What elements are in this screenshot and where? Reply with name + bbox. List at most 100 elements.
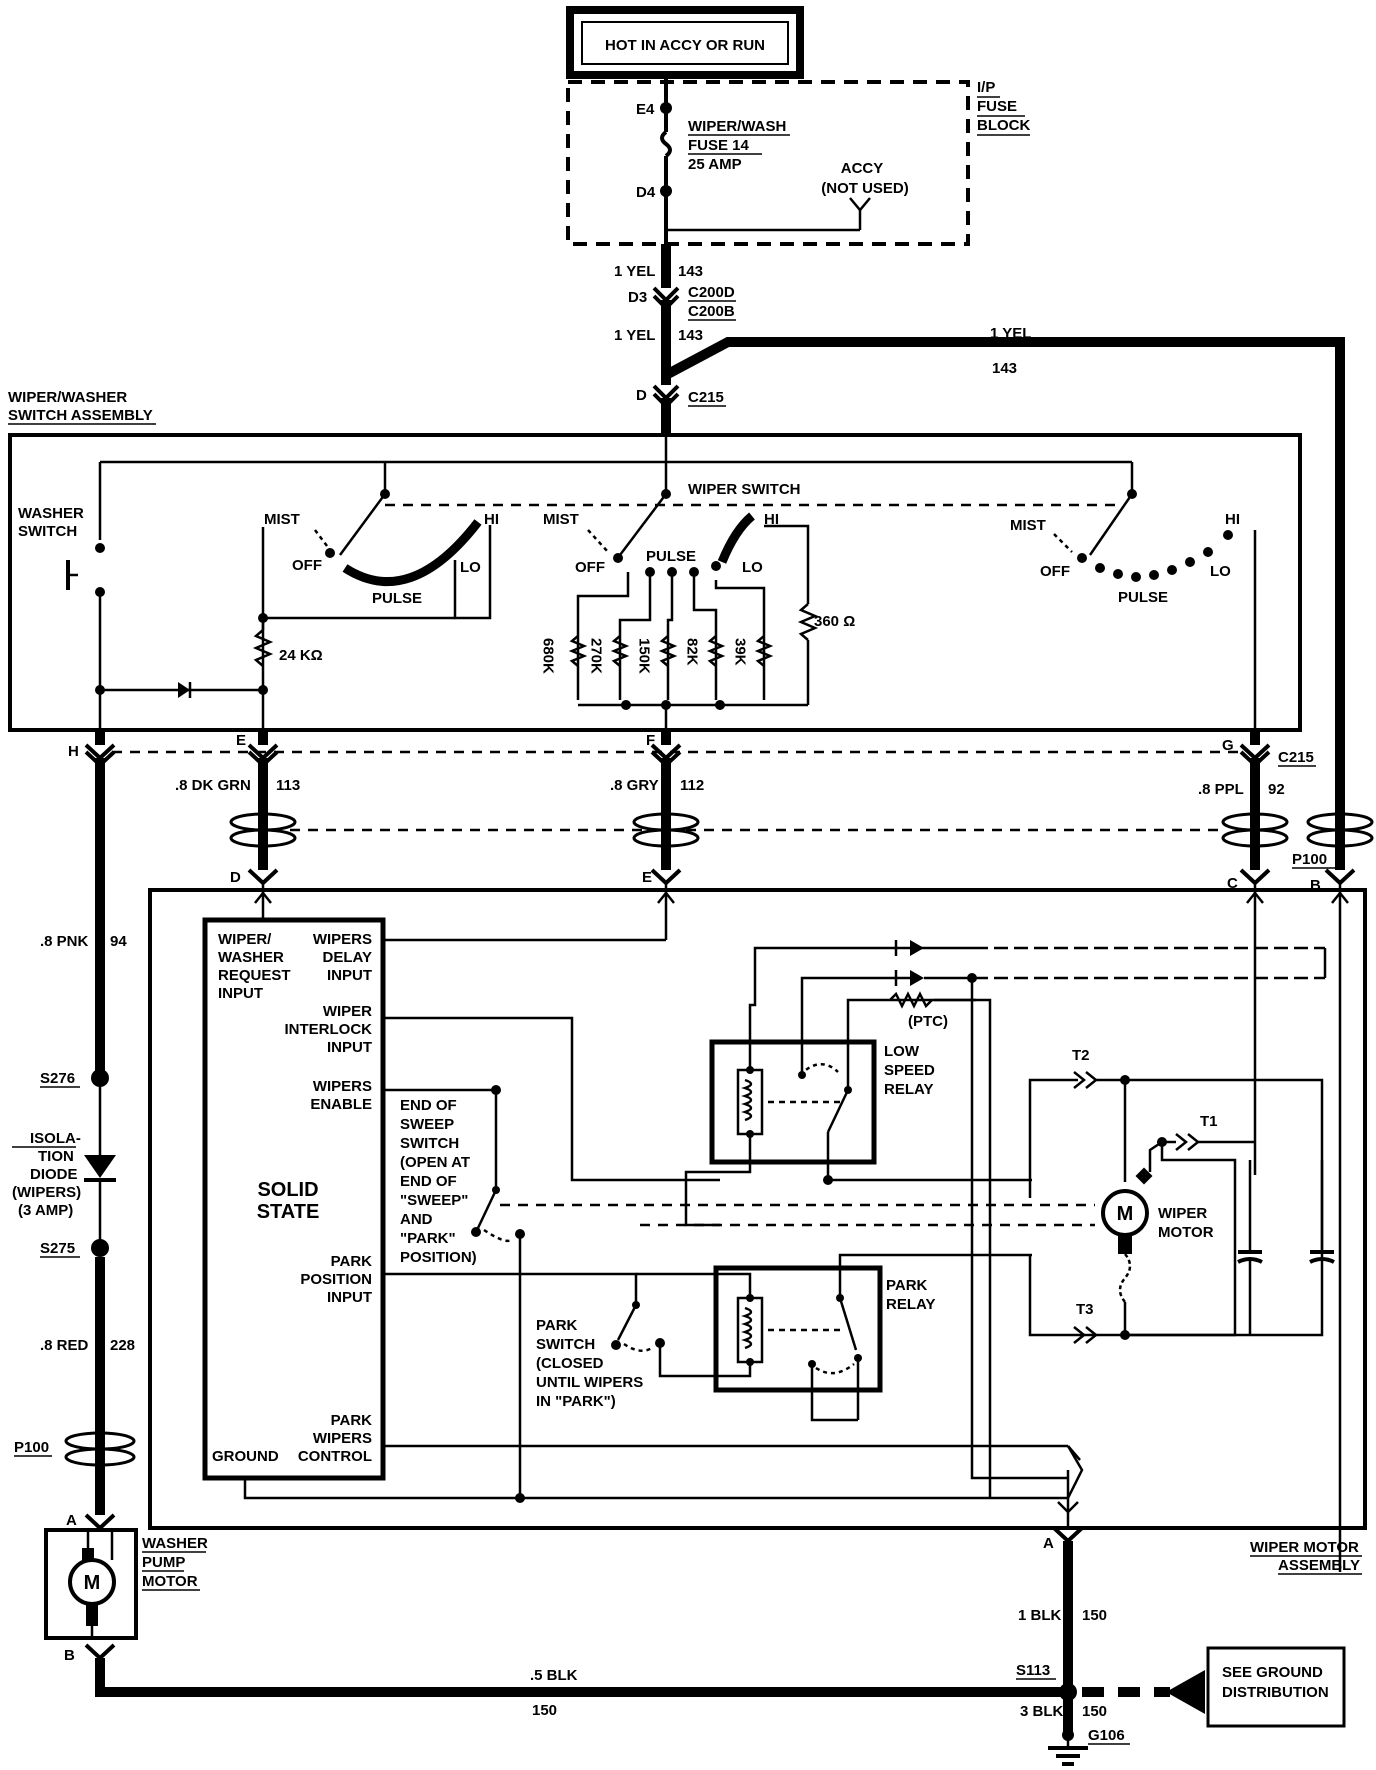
c200-label-2: C200B xyxy=(688,303,735,320)
fuse-terminal-d4-label: D4 xyxy=(636,184,656,201)
washer-wire-228-circuit: 228 xyxy=(110,1337,135,1354)
fuse-block-title-2: FUSE xyxy=(977,98,1017,115)
diode-label-3: DIODE xyxy=(30,1166,78,1183)
motor-pin-e-label: E xyxy=(642,869,652,886)
diode-label-5: (3 AMP) xyxy=(18,1202,73,1219)
ss-request-2: WASHER xyxy=(218,949,284,966)
end-sweep-5: END OF xyxy=(400,1173,457,1190)
end-sweep-4: (OPEN AT xyxy=(400,1154,470,1171)
switch-diode-icon xyxy=(178,682,190,698)
ptc-label: (PTC) xyxy=(908,1013,948,1030)
resistor-270k: 270K xyxy=(588,635,630,674)
right-lo-label: LO xyxy=(1210,563,1231,580)
ground-wire-1-color: 1 BLK xyxy=(1018,1607,1062,1624)
splice-s276 xyxy=(91,1069,109,1087)
end-sweep-2: SWEEP xyxy=(400,1116,454,1133)
wire-113-color: .8 DK GRN xyxy=(175,777,251,794)
c215-top-label: C215 xyxy=(688,389,724,406)
left-pulse-label: PULSE xyxy=(372,590,422,607)
switch-assembly-title-2: SWITCH ASSEMBLY xyxy=(8,407,153,424)
resistor-150k: 150K xyxy=(636,635,678,674)
end-sweep-8: "PARK" xyxy=(400,1230,456,1247)
low-relay-coil-icon xyxy=(741,1078,753,1122)
feed-lower-circuit: 143 xyxy=(678,327,703,344)
ss-center-2: STATE xyxy=(257,1201,320,1223)
accy-terminal-icon xyxy=(849,197,871,212)
p100-b-icon xyxy=(1306,810,1374,850)
ss-park-pos-1: PARK xyxy=(331,1253,373,1270)
wiper-motor-label-1: WIPER xyxy=(1158,1205,1207,1222)
t2-label: T2 xyxy=(1072,1047,1090,1064)
ptc-resistor-icon xyxy=(889,991,933,1009)
right-hi-label: HI xyxy=(1225,511,1240,528)
ss-park-ctrl-1: PARK xyxy=(331,1412,373,1429)
t3-label: T3 xyxy=(1076,1301,1094,1318)
ss-center-1: SOLID xyxy=(257,1179,318,1201)
washer-motor-label-2: PUMP xyxy=(142,1554,185,1571)
wiper-switch-label: WIPER SWITCH xyxy=(688,481,801,498)
accy-not-used: (NOT USED) xyxy=(821,180,909,197)
washer-ground-wire-color: .5 BLK xyxy=(530,1667,578,1684)
feed-wire-143: 1 YEL 143 D3 C200D C200B 1 YEL 143 1 YEL… xyxy=(614,244,1345,870)
p100-washer-icon xyxy=(64,1430,136,1470)
washer-motor-label-1: WASHER xyxy=(142,1535,208,1552)
washer-pin-a-label: A xyxy=(66,1512,77,1529)
wire-92-circuit: 92 xyxy=(1268,781,1285,798)
wire-92-color: .8 PPL xyxy=(1198,781,1244,798)
motor-pin-c-label: C xyxy=(1227,875,1238,892)
park-relay-coil-icon xyxy=(741,1306,753,1350)
left-hi-label: HI xyxy=(484,511,499,528)
washer-switch-label-2: SWITCH xyxy=(18,523,77,540)
power-source-box: HOT IN ACCY OR RUN xyxy=(566,6,804,79)
isolation-diode-icon xyxy=(84,1155,116,1178)
resistor-150k-label: 150K xyxy=(636,638,653,674)
wiper-motor-assembly: WIPER MOTOR ASSEMBLY WIPER/ WASHER REQUE… xyxy=(148,883,1367,1575)
splice-s113 xyxy=(1059,1683,1077,1701)
wiper-motor-assembly-title-2: ASSEMBLY xyxy=(1278,1557,1360,1574)
ground-wire-1-circuit: 150 xyxy=(1082,1607,1107,1624)
c215-pin-h-label: H xyxy=(68,743,79,760)
ss-park-pos-3: INPUT xyxy=(327,1289,372,1306)
c215-pin-g-label: G xyxy=(1222,737,1234,754)
mid-hi-label: HI xyxy=(764,511,779,528)
splice-s276-label: S276 xyxy=(40,1070,75,1087)
fuse-icon xyxy=(660,130,672,158)
park-switch-4: UNTIL WIPERS xyxy=(536,1374,643,1391)
right-mist-label: MIST xyxy=(1010,517,1046,534)
feed-lower-wire: 1 YEL xyxy=(614,327,655,344)
fuse-block: I/P FUSE BLOCK E4 D4 WIPER/WASH FUSE 14 … xyxy=(566,75,1030,246)
resistor-680k-label: 680K xyxy=(540,638,557,674)
washer-motor-label-3: MOTOR xyxy=(142,1573,198,1590)
see-ground-1: SEE GROUND xyxy=(1222,1664,1323,1681)
washer-wire-228-color: .8 RED xyxy=(40,1337,89,1354)
right-off-label: OFF xyxy=(1040,563,1070,580)
wiper-motor-label-2: MOTOR xyxy=(1158,1224,1214,1241)
park-relay-1: PARK xyxy=(886,1277,928,1294)
ss-park-ctrl-3: CONTROL xyxy=(298,1448,372,1465)
fuse-number: FUSE 14 xyxy=(688,137,750,154)
washer-switch-label-1: WASHER xyxy=(18,505,84,522)
mid-off-label: OFF xyxy=(575,559,605,576)
fuse-terminal-d4 xyxy=(660,185,672,197)
c200-pin: D3 xyxy=(628,289,647,306)
diode-label-4: (WIPERS) xyxy=(12,1184,81,1201)
resistor-680k: 680K xyxy=(540,635,588,674)
c215-pin-h: H xyxy=(68,730,116,768)
feed-upper-circuit: 143 xyxy=(678,263,703,280)
low-relay-3: RELAY xyxy=(884,1081,933,1098)
washer-pin-b xyxy=(84,1643,116,1661)
splice-s275-label: S275 xyxy=(40,1240,75,1257)
c215-top-pin: D xyxy=(636,387,647,404)
resistor-82k-label: 82K xyxy=(684,638,701,666)
right-pulse-label: PULSE xyxy=(1118,589,1168,606)
c215-pin-e-label: E xyxy=(236,732,246,749)
ground-wire-3-circuit: 150 xyxy=(1082,1703,1107,1720)
park-switch-2: SWITCH xyxy=(536,1336,595,1353)
washer-ground-wire xyxy=(95,1658,1070,1697)
fuse-block-title-3: BLOCK xyxy=(977,117,1030,134)
left-pulse-track xyxy=(342,519,482,586)
accy-label: ACCY xyxy=(841,160,884,177)
motor-pin-b-label: B xyxy=(1310,877,1321,894)
